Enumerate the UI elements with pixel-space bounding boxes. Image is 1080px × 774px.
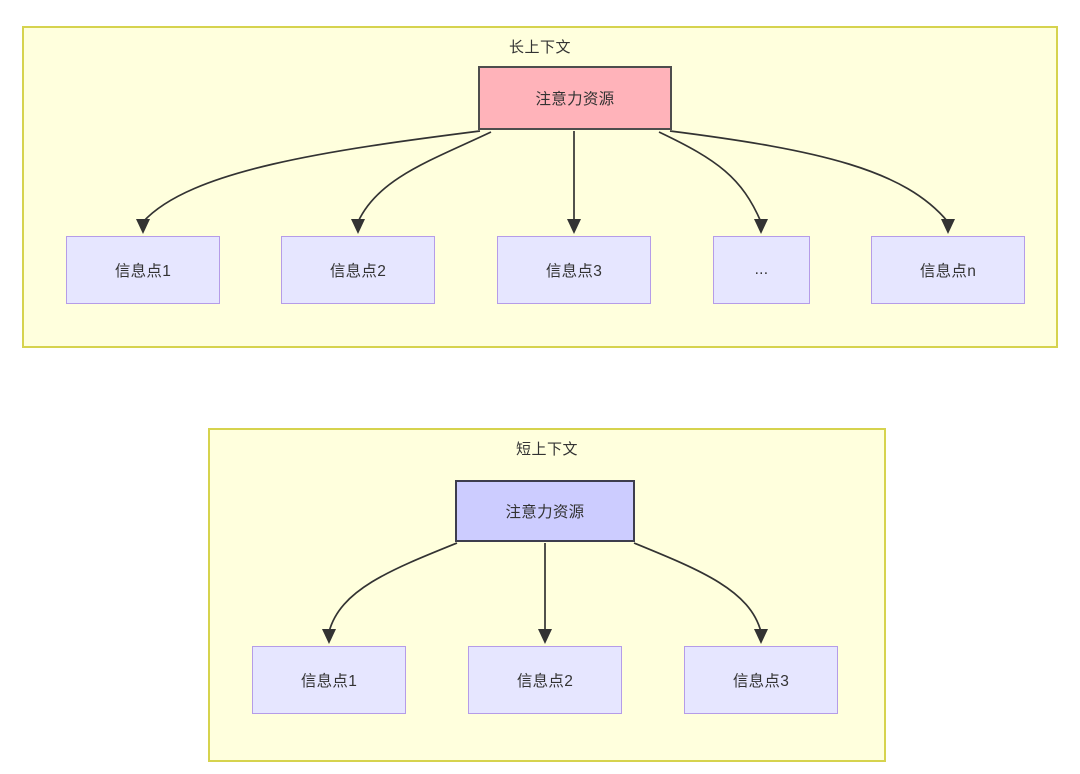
node-info-n-label: 信息点n [919,263,977,280]
node-info-ellipsis[interactable]: ... [713,236,810,304]
node-attention-short[interactable]: 注意力资源 [455,480,635,542]
node-info-s2[interactable]: 信息点2 [468,646,622,714]
node-attention-short-label: 注意力资源 [505,504,585,521]
node-attention-long-label: 注意力资源 [535,91,615,108]
node-info-ellipsis-label: ... [754,261,769,278]
group-short-context-title: 短上下文 [515,441,578,458]
node-info-3[interactable]: 信息点3 [497,236,651,304]
node-info-s3[interactable]: 信息点3 [684,646,838,714]
node-info-2-label: 信息点2 [329,263,387,280]
node-info-n[interactable]: 信息点n [871,236,1025,304]
node-info-s3-label: 信息点3 [732,673,790,690]
node-info-1-label: 信息点1 [114,263,172,280]
node-info-s1-label: 信息点1 [300,673,358,690]
node-info-3-label: 信息点3 [545,263,603,280]
node-info-2[interactable]: 信息点2 [281,236,435,304]
group-long-context-title: 长上下文 [508,39,571,56]
node-attention-long[interactable]: 注意力资源 [478,66,672,130]
node-info-s1[interactable]: 信息点1 [252,646,406,714]
node-info-1[interactable]: 信息点1 [66,236,220,304]
node-info-s2-label: 信息点2 [516,673,574,690]
